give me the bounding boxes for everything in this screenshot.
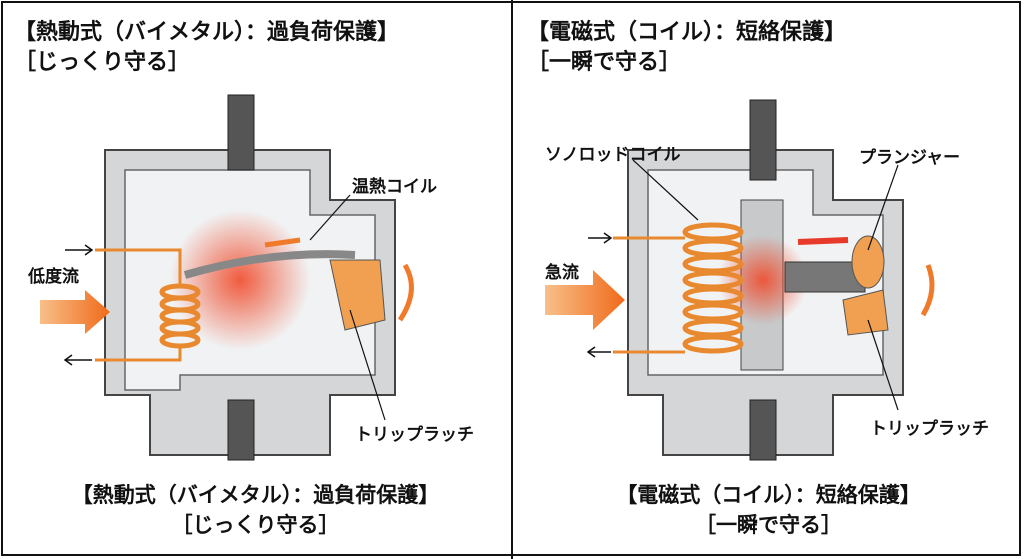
panel-divider [511, 0, 513, 559]
solenoid-coil-label: ソノロッドコイル [545, 145, 681, 165]
current-in-arrow [40, 290, 110, 334]
thermal-caption-sub: ［じっくり守る］ [171, 513, 340, 537]
magnetic-panel: 【電磁式（コイル）：短絡保護】 ［一瞬で守る］ ソノロッドコイル プランジャー 急… [513, 0, 1024, 559]
solenoid-coil [682, 222, 744, 354]
surge-current-label: 急流 [545, 263, 579, 283]
heater-coil-label: 温熱コイル [352, 177, 437, 197]
thermal-title-main: 【熱動式（バイメタル）：過負荷保護】 [14, 20, 400, 45]
thermal-caption-main: 【熱動式（バイメタル）：過負荷保護】 [71, 483, 440, 507]
top-terminal [749, 99, 777, 181]
top-terminal [227, 94, 255, 171]
magnetic-caption-sub: ［一瞬で守る］ [695, 513, 842, 537]
current-in-arrow [545, 270, 625, 330]
trip-latch-label: トリップラッチ [870, 419, 989, 439]
bimetal-strip [183, 250, 356, 279]
magnetic-title: 【電磁式（コイル）：短絡保護】 ［一瞬で守る］ [527, 18, 846, 78]
plunger-arrow [797, 237, 849, 245]
magnetic-title-sub: ［一瞬で守る］ [527, 50, 682, 75]
thermal-panel: 【熱動式（バイメタル）：過負荷保護】 ［じっくり守る］ 温熱コイル 低度流 トリッ… [0, 0, 511, 559]
trip-arrow [920, 264, 935, 317]
heater-coil [159, 283, 201, 349]
bottom-terminal [227, 399, 255, 461]
thermal-title: 【熱動式（バイメタル）：過負荷保護】 ［じっくり守る］ [14, 18, 399, 78]
bottom-terminal [749, 399, 777, 461]
trip-latch [329, 259, 386, 331]
magnetic-caption: 【電磁式（コイル）：短絡保護】 ［一瞬で守る］ [513, 480, 1024, 540]
plunger-label: プランジャー [859, 148, 961, 168]
trip-arrow [397, 263, 414, 322]
thermal-title-sub: ［じっくり守る］ [14, 50, 191, 75]
trip-latch [842, 289, 889, 336]
magnetic-breaker-illustration [545, 99, 935, 461]
heat-glow [170, 210, 310, 350]
trip-latch-label: トリップラッチ [355, 425, 474, 445]
plunger [784, 261, 866, 293]
thermal-caption: 【熱動式（バイメタル）：過負荷保護】 ［じっくり守る］ [0, 480, 511, 540]
magnetic-title-main: 【電磁式（コイル）：短絡保護】 [527, 20, 847, 45]
motion-arrow [264, 237, 301, 248]
low-current-label: 低度流 [28, 267, 79, 287]
magnetic-caption-main: 【電磁式（コイル）：短絡保護】 [616, 483, 921, 507]
thermal-breaker-illustration [40, 94, 414, 461]
